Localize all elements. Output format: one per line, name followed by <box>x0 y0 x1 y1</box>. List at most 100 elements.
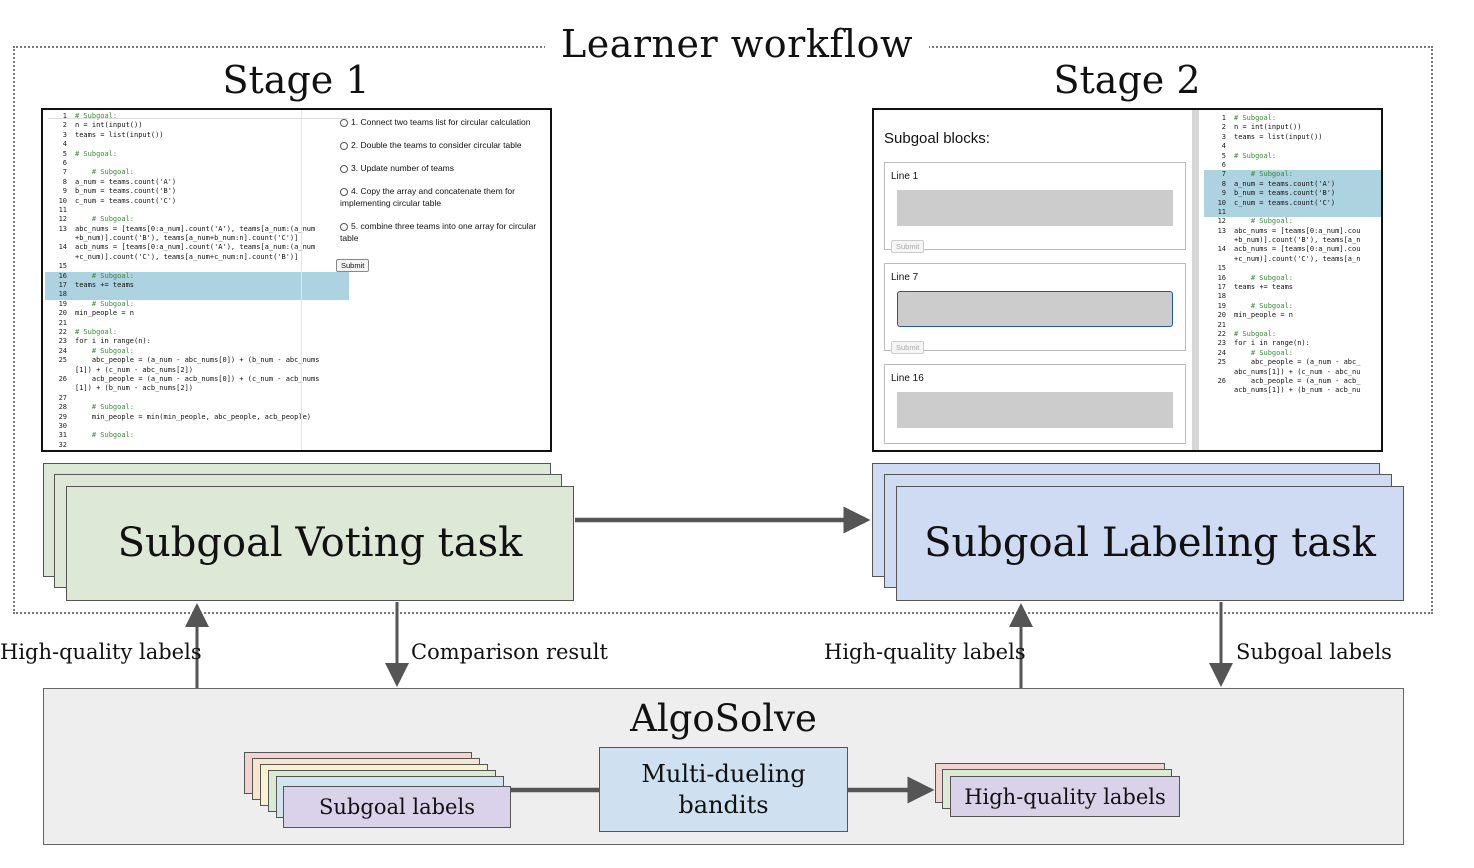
code-line: abc_nums[1]) + (c_num - abc_nu <box>1204 368 1381 377</box>
code-line: 1# Subgoal: <box>1204 114 1381 123</box>
subgoal-option[interactable]: 2. Double the teams to consider circular… <box>340 139 550 151</box>
code-text: # Subgoal: <box>75 299 135 308</box>
line-number: 1 <box>62 112 67 120</box>
code-line: 22# Subgoal: <box>1204 330 1381 339</box>
code-text: min_people = n <box>1234 311 1294 320</box>
code-text: # Subgoal: <box>1234 301 1294 310</box>
code-text: # Subgoal: <box>75 403 135 412</box>
subgoal-option[interactable]: 3. Update number of teams <box>340 162 550 174</box>
subgoal-input[interactable] <box>897 190 1173 226</box>
line-number: 9 <box>1221 189 1226 198</box>
code-line: 25 abc_people = (a_num - abc_nums[0]) + … <box>45 356 349 365</box>
code-line: 18 <box>1204 292 1381 301</box>
radio-button[interactable] <box>340 164 348 173</box>
radio-button[interactable] <box>340 118 348 127</box>
code-text: acb_people = (a_num - acb_nums[0]) + (c_… <box>75 374 320 383</box>
line-number: 19 <box>1217 301 1226 310</box>
subgoal-option[interactable]: 4. Copy the array and concatenate them f… <box>340 185 550 209</box>
line-number: 30 <box>58 421 67 430</box>
subgoal-options: 1. Connect two teams list for circular c… <box>336 116 550 273</box>
option-text: 4. Copy the array and concatenate them f… <box>340 186 515 208</box>
subgoal-input[interactable] <box>897 392 1173 428</box>
radio-button[interactable] <box>340 187 348 196</box>
code-line: 7 # Subgoal: <box>1204 170 1381 180</box>
labeling-task-card[interactable]: Subgoal Labeling task <box>896 486 1404 601</box>
line-number: 26 <box>1217 376 1226 385</box>
code-text: # Subgoal: <box>1234 170 1294 179</box>
subgoal-option[interactable]: 5. combine three teams into one array fo… <box>340 220 550 244</box>
code-text: # Subgoal: <box>1234 151 1277 160</box>
voting-task-label: Subgoal Voting task <box>117 520 523 566</box>
code-text: c_num = teams.count('C') <box>1234 198 1336 207</box>
code-line: 17 teams += teams <box>45 281 349 291</box>
code-text: a_num = teams.count('A') <box>75 177 177 186</box>
voting-task-card[interactable]: Subgoal Voting task <box>66 486 574 601</box>
line-number: 29 <box>58 412 67 421</box>
code-text: # Subgoal: <box>1234 114 1277 122</box>
subgoal-option[interactable]: 1. Connect two teams list for circular c… <box>340 116 550 128</box>
code-line: 11 <box>45 206 349 215</box>
line-number: 32 <box>58 440 67 449</box>
code-line: 31 # Subgoal: <box>45 431 349 440</box>
code-line: 19 # Subgoal: <box>45 300 349 309</box>
line-number: 24 <box>1217 348 1226 357</box>
code-text: n = int(input()) <box>1234 123 1302 132</box>
algosolve-title: AlgoSolve <box>630 697 817 740</box>
line-number: 17 <box>58 281 67 290</box>
radio-button[interactable] <box>340 141 348 150</box>
line-number: 6 <box>1221 160 1226 169</box>
splitter-handle[interactable] <box>1192 110 1199 450</box>
line-number: 11 <box>58 205 67 214</box>
code-line: 15 <box>1204 264 1381 273</box>
submit-button[interactable]: Submit <box>336 259 370 272</box>
line-number: 31 <box>58 431 67 440</box>
code-text: [1]) + (b_num - acb_nums[2]) <box>75 384 194 393</box>
subgoal-input[interactable] <box>897 291 1173 327</box>
code-line: 21 <box>45 319 349 328</box>
code-text: teams += teams <box>75 281 135 290</box>
code-text: b_num = teams.count('B') <box>1234 189 1336 198</box>
code-line: 4 <box>45 140 349 149</box>
code-text: n = int(input()) <box>75 121 143 130</box>
code-line: 15 <box>45 262 349 271</box>
code-line: 7 # Subgoal: <box>45 168 349 177</box>
submit-button[interactable]: Submit <box>891 341 925 354</box>
radio-button[interactable] <box>340 222 348 231</box>
code-text: acb_people = (a_num - acb_ <box>1234 376 1361 385</box>
code-line: 16 # Subgoal: <box>1204 274 1381 283</box>
code-text: +c_num)].count('C'), teams[a_num+c_num:n… <box>75 252 299 261</box>
subgoal-labels-card: Subgoal labels <box>283 786 511 828</box>
line-number: 24 <box>58 346 67 355</box>
line-number: 8 <box>1221 179 1226 188</box>
code-text: # Subgoal: <box>75 327 118 336</box>
code-text: # Subgoal: <box>75 112 118 120</box>
line-number: 3 <box>1221 132 1226 141</box>
stage2-down-label: Subgoal labels <box>1236 640 1392 664</box>
code-text: # Subgoal: <box>75 215 135 224</box>
line-number: 4 <box>62 140 67 149</box>
line-number: 5 <box>62 149 67 158</box>
line-number: 5 <box>1221 151 1226 160</box>
code-line: 32 <box>45 441 349 450</box>
code-text: for i in range(n): <box>1234 339 1310 348</box>
submit-button[interactable]: Submit <box>891 240 925 253</box>
line-number: 17 <box>1217 283 1226 292</box>
code-text: abc_people = (a_num - abc_ <box>1234 358 1361 367</box>
stage2-up-label: High-quality labels <box>824 640 1026 664</box>
code-text: +c_num)].count('C'), teams[a_n <box>1234 254 1361 263</box>
line-number: 13 <box>58 224 67 233</box>
